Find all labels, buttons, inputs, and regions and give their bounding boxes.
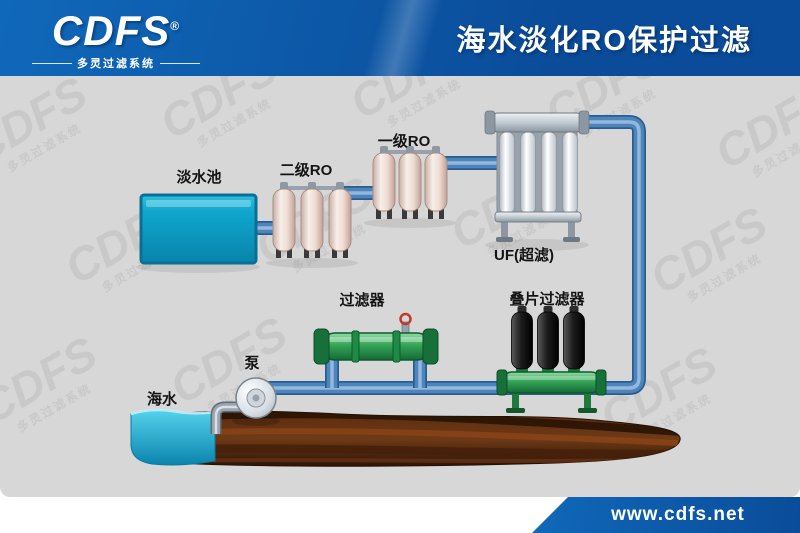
uf-unit xyxy=(484,110,590,242)
page-title: 海水淡化RO保护过滤 xyxy=(456,25,752,57)
brand-logo-text: CDFS® xyxy=(32,10,200,52)
logo-line-right xyxy=(160,62,200,64)
header-divider xyxy=(356,0,446,76)
brand-logo-subtext: 多灵过滤系统 xyxy=(32,55,200,71)
secondary-ro-unit xyxy=(272,182,352,258)
disc-filter-unit xyxy=(496,306,607,413)
footer-banner: www.cdfs.net xyxy=(532,497,800,533)
header: CDFS® 多灵过滤系统 海水淡化RO保护过滤 xyxy=(0,0,800,76)
label-pump: 泵 xyxy=(244,355,259,372)
footer: www.cdfs.net xyxy=(0,497,800,533)
label-uf: UF(超滤) xyxy=(494,246,554,264)
valve-handwheel xyxy=(399,312,412,326)
seawater xyxy=(130,408,216,466)
logo-line-left xyxy=(32,62,72,64)
label-filter: 过滤器 xyxy=(339,291,385,309)
label-seawater: 海水 xyxy=(147,390,178,408)
primary-ro-unit xyxy=(372,146,448,219)
pump xyxy=(232,377,280,426)
label-primary-ro: 一级RO xyxy=(378,132,431,150)
label-fresh-water-tank: 淡水池 xyxy=(176,168,221,186)
registered-mark: ® xyxy=(170,19,181,33)
fresh-water-tank xyxy=(139,193,258,265)
label-disc-filter: 叠片过滤器 xyxy=(509,290,585,308)
inline-filter-unit xyxy=(313,312,439,365)
brand-logo: CDFS® 多灵过滤系统 xyxy=(32,10,200,71)
diagram-labels: 淡水池 二级RO 一级RO UF(超滤) 过滤器 叠片过滤器 泵 海水 xyxy=(147,132,586,408)
logo-subtext-label: 多灵过滤系统 xyxy=(77,58,155,70)
process-diagram: 淡水池 二级RO 一级RO UF(超滤) 过滤器 叠片过滤器 泵 海水 xyxy=(130,110,681,467)
logo-wordmark: CDFS xyxy=(51,7,171,54)
label-secondary-ro: 二级RO xyxy=(280,161,333,179)
site-url: www.cdfs.net xyxy=(611,504,745,525)
